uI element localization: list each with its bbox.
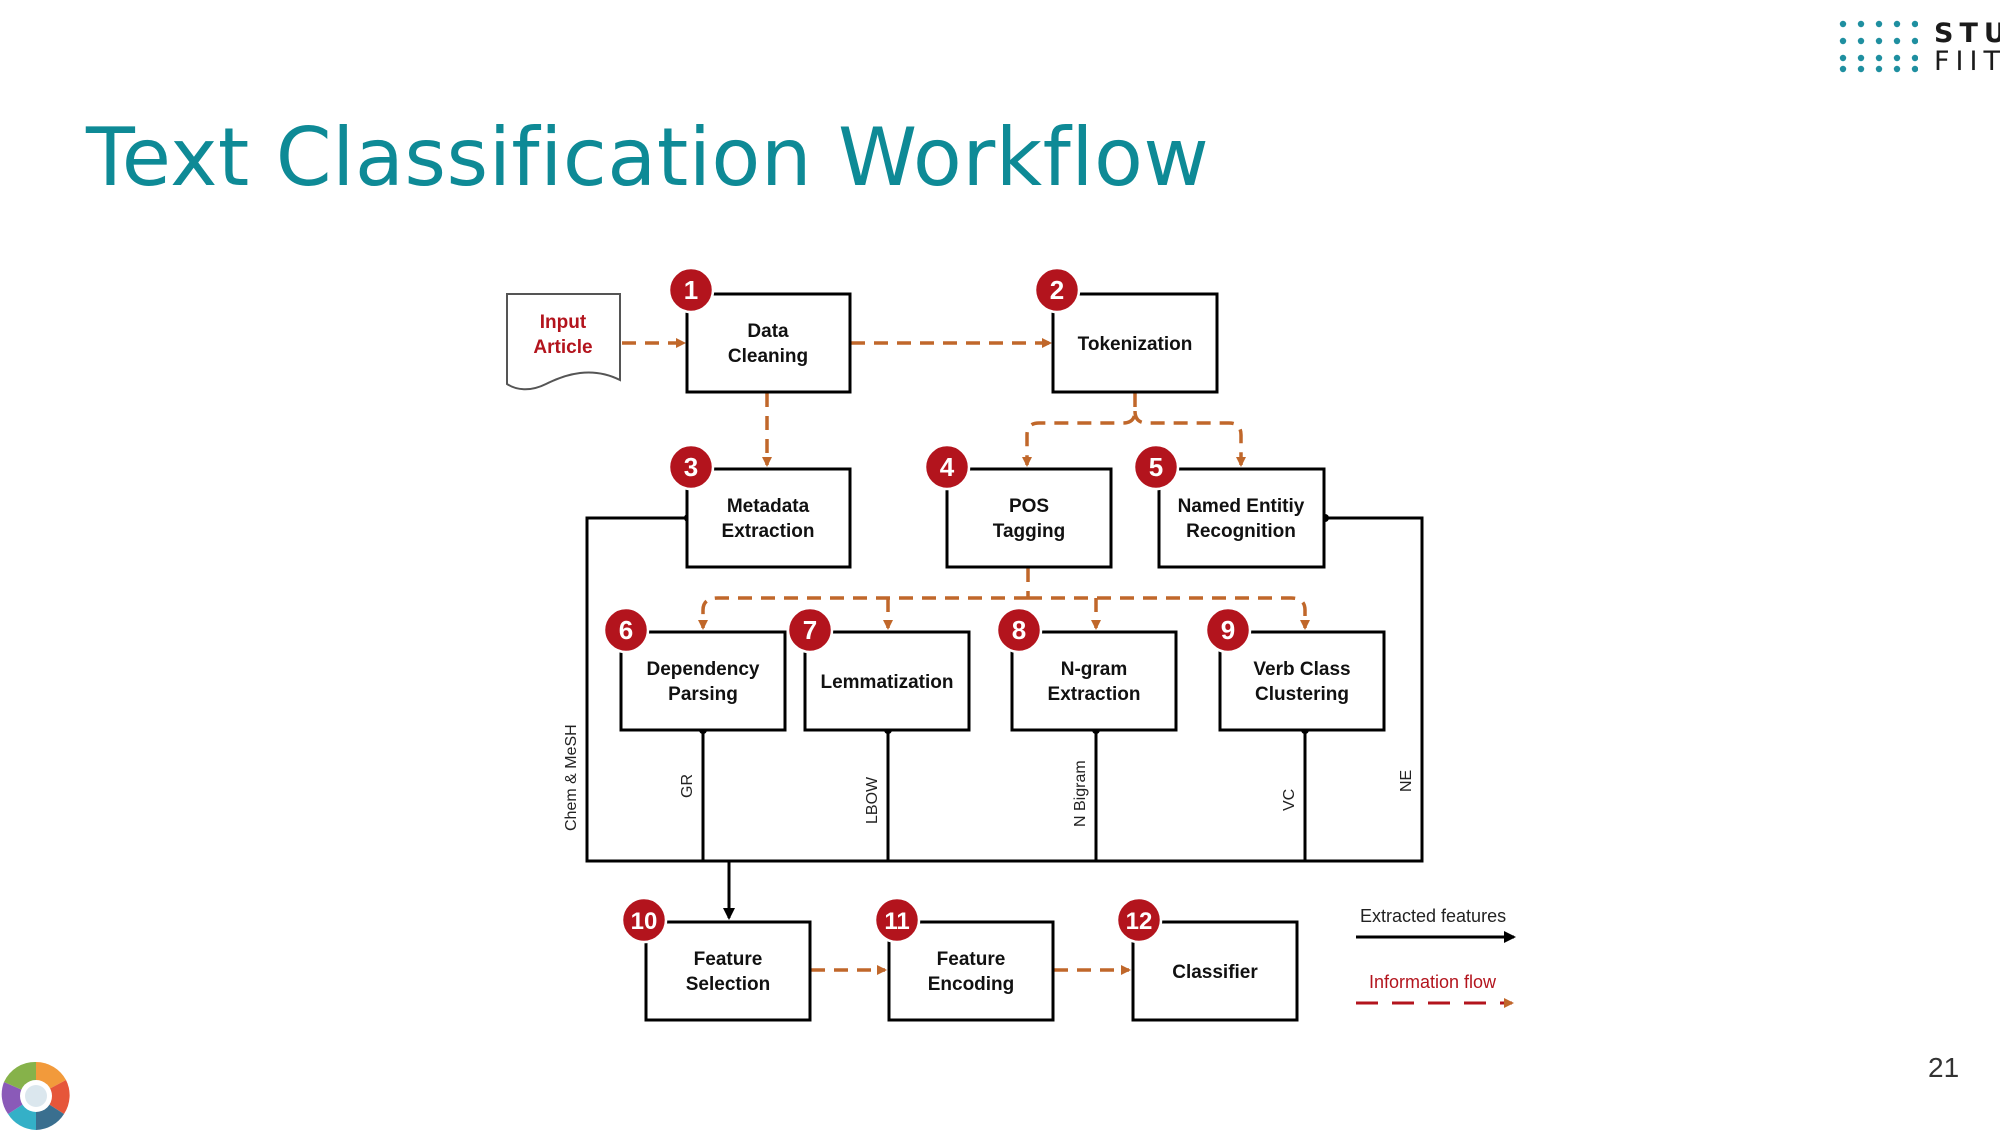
- node-2-box: [1051, 292, 1219, 394]
- feature-label-lbow: LBOW: [864, 776, 881, 824]
- badge-3-number: 3: [684, 452, 698, 482]
- node-12-box: [1131, 920, 1299, 1022]
- node-8-box: [1010, 630, 1178, 732]
- document-icon: [506, 293, 621, 391]
- node-10-box: [644, 920, 812, 1022]
- feature-labels: Chem & MeSH GR LBOW N Bigram VC NE: [563, 724, 1415, 831]
- node-11-box: [887, 920, 1055, 1022]
- node-8-label-2: Extraction: [1048, 684, 1141, 705]
- badge-12-number: 12: [1126, 908, 1153, 935]
- badge-4-number: 4: [940, 452, 955, 482]
- node-9-box: [1218, 630, 1386, 732]
- feature-label-gr: GR: [679, 774, 696, 798]
- node-1-label-1: Data: [747, 321, 789, 342]
- process-boxes: [619, 292, 1386, 1022]
- node-9-label-1: Verb Class: [1253, 659, 1350, 680]
- badge-6: 6: [602, 606, 650, 654]
- badge-8: 8: [995, 606, 1043, 654]
- input-article-line2: Article: [533, 337, 592, 358]
- badge-10-number: 10: [631, 908, 658, 935]
- node-10-label-1: Feature: [694, 949, 763, 970]
- node-4-box: [945, 467, 1113, 569]
- badge-4: 4: [923, 443, 971, 491]
- badge-8-number: 8: [1012, 615, 1026, 645]
- legend-extracted-label: Extracted features: [1360, 906, 1506, 926]
- badge-2: 2: [1033, 266, 1081, 314]
- badge-12: 12: [1115, 896, 1163, 944]
- page-number: 21: [1928, 1052, 1960, 1083]
- node-4-label-2: Tagging: [993, 521, 1065, 542]
- node-6-box: [619, 630, 787, 732]
- node-11-label-1: Feature: [937, 949, 1006, 970]
- node-9-label-2: Clustering: [1255, 684, 1349, 705]
- node-5-box: [1157, 467, 1326, 569]
- badge-1-number: 1: [684, 275, 698, 305]
- logo-line-1: STU: [1934, 18, 2000, 49]
- node-7-label-1: Lemmatization: [820, 672, 953, 693]
- sentiment-cycle-icon: [1, 1061, 70, 1130]
- badge-5: 5: [1132, 443, 1180, 491]
- node-1-label-2: Cleaning: [728, 346, 808, 367]
- node-3-box: [685, 467, 852, 569]
- badge-3: 3: [667, 443, 715, 491]
- badge-11-number: 11: [884, 908, 909, 935]
- badge-9: 9: [1204, 606, 1252, 654]
- badge-2-number: 2: [1050, 275, 1064, 305]
- node-3-label-2: Extraction: [722, 521, 815, 542]
- badge-9-number: 9: [1221, 615, 1235, 645]
- slide-title: Text Classification Workflow: [86, 111, 1210, 204]
- feature-label-ne: NE: [1398, 770, 1415, 792]
- feature-label-chem-mesh: Chem & MeSH: [563, 724, 580, 831]
- node-8-label-1: N-gram: [1061, 659, 1128, 680]
- node-6-label-2: Parsing: [668, 684, 738, 705]
- node-6-label-1: Dependency: [647, 659, 760, 680]
- node-3-label-1: Metadata: [727, 496, 810, 517]
- node-7-box: [803, 630, 971, 732]
- badge-6-number: 6: [619, 615, 633, 645]
- logo-dots-icon: [1839, 20, 1918, 73]
- node-12-label-1: Classifier: [1172, 962, 1258, 983]
- node-4-label-1: POS: [1009, 496, 1049, 517]
- node-5-label-2: Recognition: [1186, 521, 1296, 542]
- node-10-label-2: Selection: [686, 974, 770, 995]
- badge-7-number: 7: [803, 615, 817, 645]
- node-1-box: [685, 292, 852, 394]
- information-flow-lines: [622, 338, 1310, 975]
- badge-7: 7: [786, 606, 834, 654]
- feature-label-n-bigram: N Bigram: [1072, 760, 1089, 827]
- step-badges: 1 2 3 4 5 6 7 8 9 10 11 12: [602, 266, 1252, 944]
- input-article-line1: Input: [540, 312, 587, 333]
- stu-fiit-logo: STU FIIT: [1838, 20, 2000, 76]
- legend-information-label: Information flow: [1369, 972, 1497, 992]
- node-labels: Data Cleaning Tokenization Metadata Extr…: [647, 321, 1351, 995]
- feature-label-vc: VC: [1281, 789, 1298, 811]
- node-11-label-2: Encoding: [928, 974, 1015, 995]
- badge-10: 10: [620, 896, 668, 944]
- badge-1: 1: [667, 266, 715, 314]
- legend: Extracted features Information flow: [1356, 906, 1516, 1008]
- node-5-label-1: Named Entitiy: [1178, 496, 1305, 517]
- input-article-node: Input Article: [506, 293, 621, 391]
- node-2-label-1: Tokenization: [1078, 334, 1193, 355]
- badge-5-number: 5: [1149, 452, 1163, 482]
- logo-line-2: FIIT: [1934, 46, 2000, 77]
- extracted-feature-lines: [585, 516, 1424, 920]
- badge-11: 11: [873, 896, 921, 944]
